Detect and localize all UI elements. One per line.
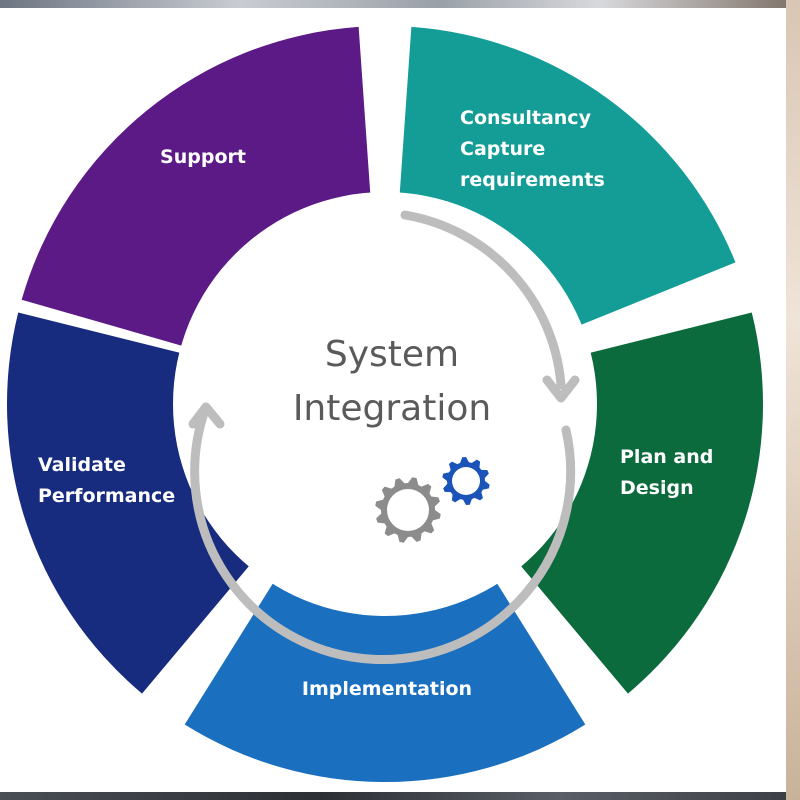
segment-support [21, 26, 372, 352]
gear-shape [375, 477, 441, 543]
background-strip-bottom [0, 792, 800, 800]
segment-consultancy-label: Capture [460, 138, 545, 160]
background-strip-right [786, 0, 800, 800]
segment-validate-performance [7, 312, 262, 694]
gear-icon [442, 457, 490, 505]
center-title-line2: Integration [293, 388, 491, 429]
segment-consultancy-label: Consultancy [460, 107, 592, 129]
segment-validate-performance-label: Validate [38, 454, 126, 476]
segments-layer [7, 26, 763, 782]
segment-consultancy [398, 26, 736, 333]
segment-plan-design [508, 312, 763, 694]
center-disc [173, 192, 597, 616]
segment-implementation-label: Implementation [302, 678, 472, 700]
center-title-line1: System [325, 334, 459, 375]
gear-shape [442, 457, 490, 505]
cycle-arrows-icon [188, 210, 580, 664]
segment-validate-performance-label: Performance [38, 485, 175, 507]
segment-implementation [184, 566, 586, 782]
background-strip-top [0, 0, 800, 8]
segment-support-label: Support [160, 146, 246, 168]
segment-plan-design-label: Design [620, 477, 694, 499]
gear-icon [375, 477, 441, 543]
segment-consultancy-label: requirements [460, 169, 605, 191]
segment-plan-design-label: Plan and [620, 446, 713, 468]
